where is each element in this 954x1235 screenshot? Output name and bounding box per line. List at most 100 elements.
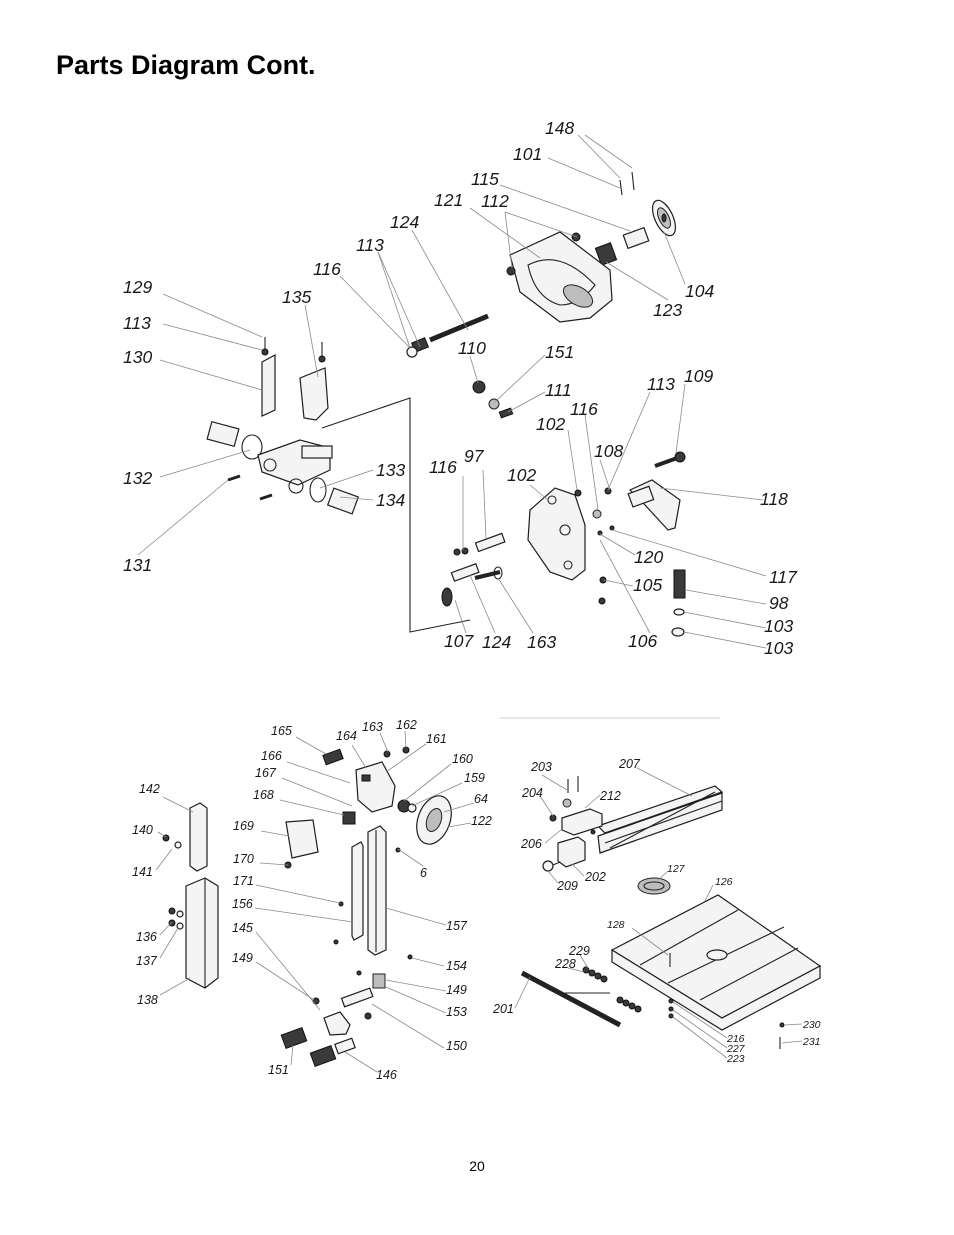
callout-160: 160	[452, 752, 473, 766]
callout-223: 223	[726, 1053, 745, 1065]
callout-105: 105	[633, 575, 662, 595]
callout-124: 124	[390, 212, 419, 232]
callout-97: 97	[464, 446, 485, 466]
diagram-a-drawing	[206, 171, 686, 637]
diagram-b-leaders	[155, 730, 475, 1073]
diagram-b-labels: 165 163 162 164 161 166 160 167 159 142 …	[132, 718, 492, 1082]
callout-230: 230	[802, 1019, 821, 1031]
callout-209: 209	[556, 879, 578, 893]
callout-150: 150	[446, 1039, 467, 1053]
callout-154: 154	[446, 959, 467, 973]
callout-126: 126	[715, 876, 733, 888]
callout-102: 102	[536, 414, 565, 434]
callout-110: 110	[458, 338, 486, 358]
callout-102: 102	[507, 465, 536, 485]
callout-156: 156	[232, 897, 253, 911]
page-title: Parts Diagram Cont.	[56, 50, 316, 80]
callout-148: 148	[545, 118, 574, 138]
callout-130: 130	[123, 347, 152, 367]
callout-142: 142	[139, 782, 160, 796]
callout-212: 212	[599, 789, 621, 803]
callout-157: 157	[446, 919, 468, 933]
callout-111: 111	[545, 380, 572, 400]
callout-201: 201	[492, 1002, 514, 1016]
callout-109: 109	[684, 366, 713, 386]
callout-115: 115	[471, 169, 499, 189]
diagram-c-drawing	[520, 776, 822, 1049]
page-number: 20	[469, 1158, 485, 1174]
callout-169: 169	[233, 819, 254, 833]
callout-162: 162	[396, 718, 417, 732]
callout-101: 101	[513, 144, 542, 164]
callout-107: 107	[444, 631, 474, 651]
callout-229: 229	[568, 944, 590, 958]
callout-138: 138	[137, 993, 158, 1007]
callout-203: 203	[530, 760, 552, 774]
diagram-b-drawing	[162, 746, 452, 1067]
callout-132: 132	[123, 468, 152, 488]
callout-116: 116	[570, 399, 598, 419]
diagram-c-labels: 203 207 204 212 206 202 209 127 126 128 …	[492, 757, 821, 1065]
callout-98: 98	[769, 593, 789, 613]
callout-118: 118	[760, 489, 788, 509]
callout-206: 206	[520, 837, 542, 851]
callout-163: 163	[362, 720, 383, 734]
callout-165: 165	[271, 724, 292, 738]
callout-113: 113	[123, 313, 151, 333]
callout-137: 137	[136, 954, 158, 968]
callout-207: 207	[618, 757, 641, 771]
callout-161: 161	[426, 732, 447, 746]
callout-149: 149	[446, 983, 467, 997]
callout-117: 117	[769, 567, 798, 587]
callout-122: 122	[471, 814, 492, 828]
callout-204: 204	[521, 786, 543, 800]
callout-202: 202	[584, 870, 606, 884]
callout-151: 151	[268, 1063, 289, 1077]
callout-164: 164	[336, 729, 357, 743]
callout-108: 108	[594, 441, 623, 461]
callout-112: 112	[481, 191, 509, 211]
callout-136: 136	[136, 930, 157, 944]
callout-113: 113	[647, 374, 675, 394]
callout-168: 168	[253, 788, 274, 802]
callout-131: 131	[123, 555, 152, 575]
callout-103: 123	[653, 300, 682, 320]
callout-135: 135	[282, 287, 311, 307]
callout-121: 121	[434, 190, 463, 210]
callout-113: 113	[356, 235, 384, 255]
callout-104: 103	[764, 638, 793, 658]
callout-128: 128	[607, 919, 625, 931]
callout-149: 149	[232, 951, 253, 965]
callout-64: 64	[474, 792, 488, 806]
callout-227: 227	[726, 1043, 746, 1055]
callout-166: 166	[261, 749, 282, 763]
diagram-a-leaders	[137, 134, 767, 649]
callout-231: 231	[802, 1036, 821, 1048]
callout-140: 140	[132, 823, 153, 837]
callout-134: 134	[376, 490, 405, 510]
callout-153: 153	[446, 1005, 467, 1019]
callout-228: 228	[554, 957, 576, 971]
callout-127: 127	[667, 863, 686, 875]
diagram-a-labels: 148 101 115 121 112 124 113 116 129 135 …	[123, 118, 798, 658]
callout-141: 141	[132, 865, 153, 879]
callout-123: 104	[685, 281, 714, 301]
callout-124: 124	[482, 632, 511, 652]
callout-216: 216	[726, 1033, 745, 1045]
callout-103: 103	[764, 616, 793, 636]
callout-120: 120	[634, 547, 663, 567]
callout-146: 146	[376, 1068, 397, 1082]
callout-133: 133	[376, 460, 405, 480]
callout-129: 129	[123, 277, 152, 297]
callout-159: 159	[464, 771, 485, 785]
callout-171: 171	[233, 874, 254, 888]
callout-116: 116	[429, 457, 457, 477]
callout-170: 170	[233, 852, 254, 866]
callout-167: 167	[255, 766, 277, 780]
callout-163: 163	[527, 632, 556, 652]
callout-145: 145	[232, 921, 253, 935]
callout-6: 6	[420, 866, 427, 880]
callout-151: 151	[545, 342, 574, 362]
diagram-c-leaders	[514, 767, 803, 1059]
